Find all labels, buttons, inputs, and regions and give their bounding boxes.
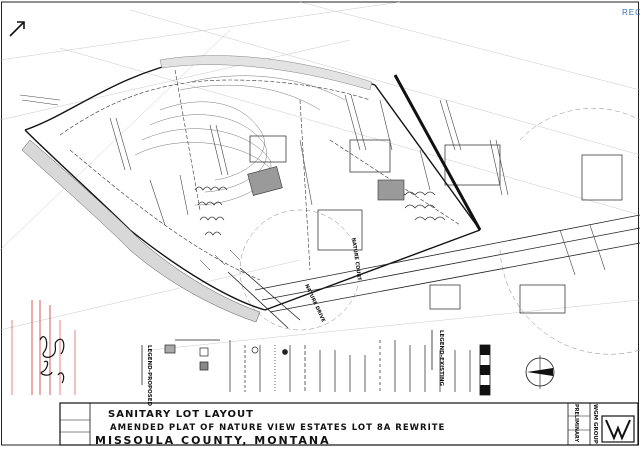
road-label-nature-court: NATURE COURT	[350, 237, 362, 281]
north-arrow-icon	[525, 355, 555, 389]
firm-status-label: PRELIMINARY	[573, 404, 579, 442]
title-line-3: MISSOULA COUNTY, MONTANA	[95, 434, 331, 447]
hatched-slope-area	[21, 139, 261, 323]
setback-lines	[59, 69, 461, 281]
hatched-road-strip	[159, 55, 373, 91]
property-line-heavy	[393, 74, 482, 231]
tree-line-symbols	[194, 186, 446, 236]
reviewer-signature	[39, 336, 65, 384]
title-line-1: SANITARY LOT LAYOUT	[108, 409, 254, 420]
annotation-text-blocks	[19, 94, 606, 276]
legend-symbols	[164, 339, 471, 392]
road-label-nature-drive: NATURE DRIVE	[303, 283, 326, 323]
wgm-logo-icon	[601, 415, 635, 443]
dimension-ticks	[179, 174, 241, 271]
well-isolation-zones	[239, 108, 640, 355]
road-right-of-way	[227, 214, 640, 329]
title-block-frame	[59, 402, 639, 446]
corner-code-label: REC	[622, 8, 640, 17]
scale-bar	[479, 344, 491, 396]
legend-proposed-heading: LEGEND-PROPOSED	[146, 345, 152, 406]
direction-arrow-icon	[9, 21, 25, 37]
topographic-contours	[134, 75, 346, 206]
title-line-2: AMENDED PLAT OF NATURE VIEW ESTATES LOT …	[110, 423, 446, 433]
existing-house-footprint	[377, 179, 405, 201]
proposed-house-footprint	[247, 166, 283, 196]
county-approval-stamp	[11, 300, 76, 395]
legend-existing-heading: LEGEND-EXISTING	[438, 330, 444, 386]
survey-grid-lines	[0, 1, 640, 351]
drainfield-outlines	[249, 135, 623, 314]
firm-name-label: WGM GROUP	[592, 404, 598, 444]
